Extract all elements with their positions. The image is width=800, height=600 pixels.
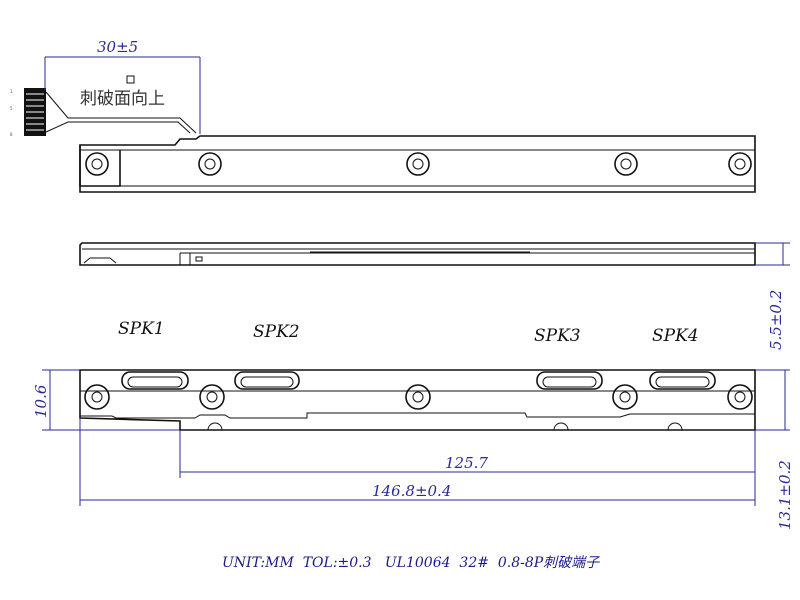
top-body [79, 135, 756, 193]
dim-thickness: 5.5±0.2 [767, 290, 785, 350]
spk4-label: SPK4 [652, 326, 699, 346]
top-view: 1 5 8 刺破面向上 30±5 [10, 38, 756, 193]
bottom-screws [84, 384, 753, 410]
connector: 1 5 8 [10, 88, 46, 137]
face-up-note: 刺破面向上 [80, 89, 165, 109]
dim-length-total: 146.8±0.4 [372, 482, 451, 500]
dim-wire-length: 30±5 [44, 38, 201, 134]
dim-width-total: 13.1±0.2 [776, 460, 794, 530]
svg-text:1: 1 [10, 89, 13, 94]
dim-length-inner: 125.7 [445, 454, 488, 472]
top-screws [85, 152, 752, 176]
square-mark [126, 75, 135, 84]
svg-text:5: 5 [10, 106, 13, 111]
svg-text:30±5: 30±5 [97, 38, 138, 56]
wire [45, 91, 197, 134]
speaker-slots [121, 371, 716, 390]
side-view: 5.5±0.2 [79, 242, 790, 350]
spk2-label: SPK2 [253, 322, 300, 342]
spk3-label: SPK3 [534, 326, 581, 346]
dim-height-left: 10.6 [32, 384, 50, 418]
bottom-view: 10.6 13.1±0.2 125.7 146.8±0.4 [32, 369, 794, 530]
svg-text:8: 8 [10, 132, 13, 137]
spk1-label: SPK1 [118, 319, 165, 339]
footer-note: UNIT:MM TOL:±0.3 UL10064 32# 0.8-8P刺破端子 [222, 555, 600, 571]
